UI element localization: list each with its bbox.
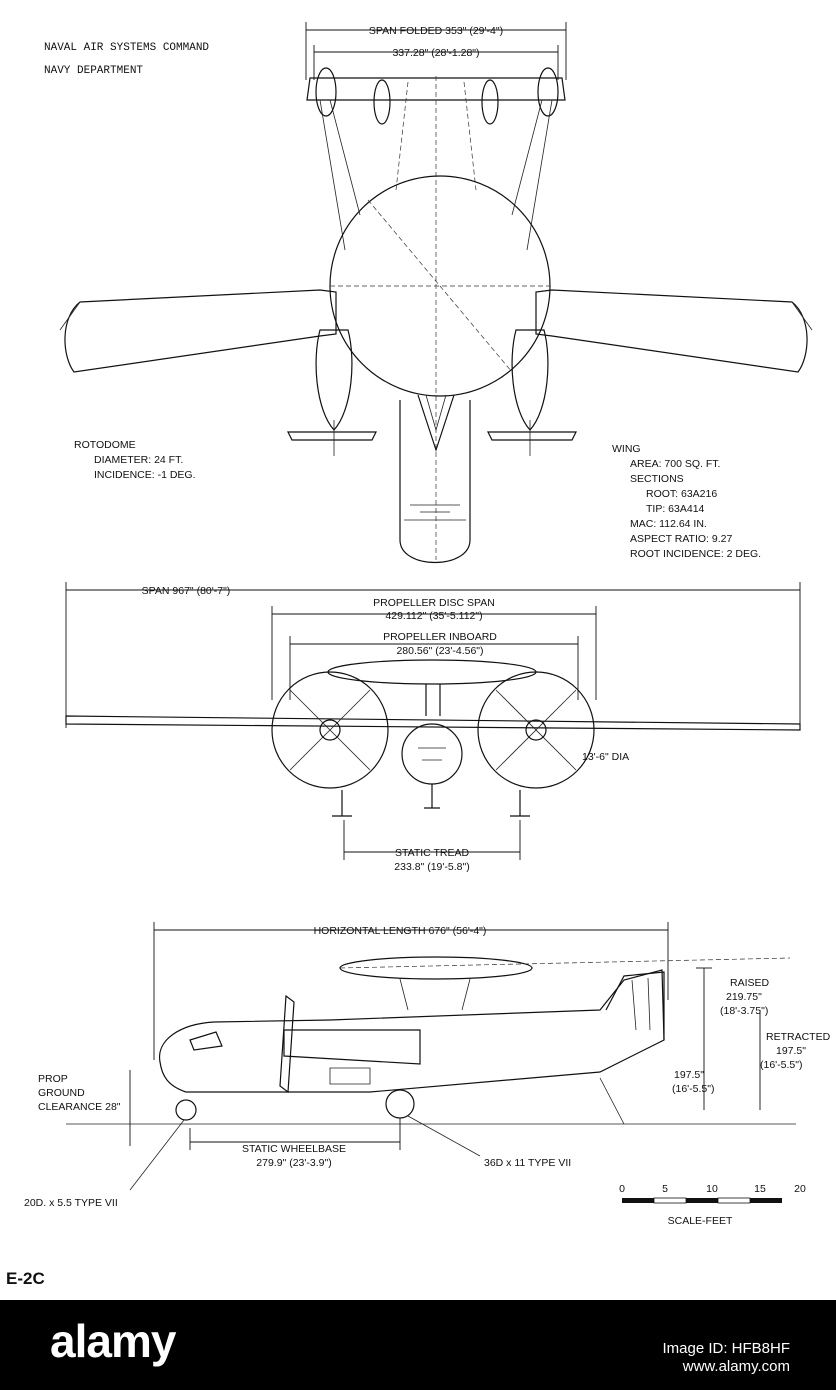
raised-label-1: RAISED [730, 977, 770, 989]
watermark-image-id: Image ID: HFB8HF [662, 1340, 790, 1357]
right-wing [535, 289, 808, 373]
wing-mac: MAC: 112.64 IN. [630, 518, 707, 530]
wheelbase-label-1: STATIC WHEELBASE [242, 1143, 346, 1155]
watermark-logo: alamy [50, 1315, 176, 1367]
scale-tick-5: 5 [662, 1183, 668, 1195]
retracted-label-3: (16'-5.5") [760, 1059, 803, 1071]
rotodome-title: ROTODOME [74, 439, 136, 451]
nose-tire-label: 20D. x 5.5 TYPE VII [24, 1197, 118, 1209]
height-label-2: (16'-5.5") [672, 1083, 715, 1095]
plan-view: SPAN FOLDED 353" (29'-4") 337.28" (28'-1… [59, 22, 813, 564]
rotodome-incidence: INCIDENCE: -1 DEG. [94, 469, 196, 481]
nose-wheel [175, 1099, 197, 1121]
static-tread-label-2: 233.8" (19'-5.8") [394, 861, 469, 873]
prop-dia-label: 13'-6" DIA [582, 751, 629, 763]
watermark-banner [0, 1300, 836, 1390]
horizontal-length-label: HORIZONTAL LENGTH 676" (56'-4") [314, 925, 487, 937]
rotodome-side [339, 956, 533, 980]
height-label-1: 197.5" [674, 1069, 704, 1081]
scale-tick-10: 10 [706, 1183, 718, 1195]
retracted-label-2: 197.5" [776, 1045, 806, 1057]
fuselage-side [159, 969, 665, 1093]
rotodome-diameter: DIAMETER: 24 FT. [94, 454, 183, 466]
prop-inboard-label-1: PROPELLER INBOARD [383, 631, 497, 643]
aircraft-three-view-drawing: NAVAL AIR SYSTEMS COMMAND NAVY DEPARTMEN… [6, 22, 831, 1288]
wing-tip: TIP: 63A414 [646, 503, 705, 515]
prop-inboard-label-2: 280.56" (23'-4.56") [396, 645, 483, 657]
wing-front [65, 715, 801, 731]
span-label: SPAN 967" (80'-7") [142, 585, 231, 597]
propeller-side [279, 994, 295, 1094]
right-nacelle [511, 329, 549, 431]
raised-label-3: (18'-3.75") [720, 1005, 768, 1017]
model-designation: E-2C [6, 1269, 45, 1288]
scale-tick-0: 0 [619, 1183, 625, 1195]
nacelle-side [283, 1029, 421, 1065]
right-propeller-disc [477, 671, 595, 789]
fuselage-plan [399, 400, 471, 564]
fuselage-front [401, 723, 463, 785]
scale-bar: 0 5 10 15 20 SCALE-FEET [619, 1183, 806, 1227]
span-folded-label: SPAN FOLDED 353" (29'-4") [369, 25, 503, 37]
wing-aspect-ratio: ASPECT RATIO: 9.27 [630, 533, 732, 545]
prop-disc-span-label-2: 429.112" (35'-5.112") [385, 610, 482, 622]
header-line-1: NAVAL AIR SYSTEMS COMMAND [44, 42, 209, 54]
side-view: HORIZONTAL LENGTH 676" (56'-4") RAISED 2… [24, 922, 831, 1209]
left-propeller-disc [271, 671, 389, 789]
span-folded-inner-label: 337.28" (28'-1.28") [392, 47, 479, 59]
wing-title: WING [612, 443, 641, 455]
prop-clearance-label-2: GROUND [38, 1087, 85, 1099]
raised-label-2: 219.75" [726, 991, 762, 1003]
retracted-label-1: RETRACTED [766, 1031, 831, 1043]
watermark-info: Image ID: HFB8HF www.alamy.com [662, 1340, 790, 1376]
main-tire-label: 36D x 11 TYPE VII [484, 1157, 571, 1169]
static-tread-label-1: STATIC TREAD [395, 847, 470, 859]
prop-disc-span-label-1: PROPELLER DISC SPAN [373, 597, 495, 609]
wing-area: AREA: 700 SQ. FT. [630, 458, 720, 470]
main-wheel [385, 1089, 415, 1119]
wing-root: ROOT: 63A216 [646, 488, 717, 500]
scale-label: SCALE-FEET [668, 1215, 733, 1227]
left-wing [64, 289, 337, 373]
scale-tick-15: 15 [754, 1183, 766, 1195]
wheelbase-label-2: 279.9" (23'-3.9") [256, 1157, 331, 1169]
wing-sections: SECTIONS [630, 473, 684, 485]
prop-clearance-label-3: CLEARANCE 28" [38, 1101, 121, 1113]
watermark-site: www.alamy.com [682, 1358, 790, 1375]
front-view: SPAN 967" (80'-7") PROPELLER DISC SPAN 4… [65, 582, 801, 873]
prop-clearance-label-1: PROP [38, 1073, 68, 1085]
scale-tick-20: 20 [794, 1183, 806, 1195]
wing-root-incidence: ROOT INCIDENCE: 2 DEG. [630, 548, 761, 560]
header-line-2: NAVY DEPARTMENT [44, 65, 143, 77]
